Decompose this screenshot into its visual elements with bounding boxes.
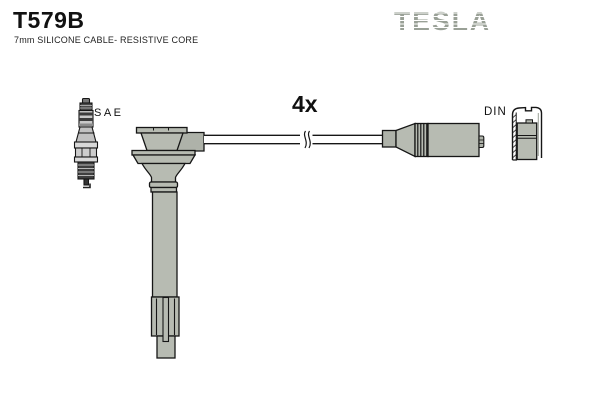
cable-illustration [204,130,383,149]
cable-quantity-label: 4x [292,91,318,117]
part-number-title: T579B [13,7,85,33]
din-connector-label: DIN [484,106,507,118]
cable-break-icon [300,130,313,149]
part-description: 7mm SILICONE CABLE- RESISTIVE CORE [14,35,199,45]
din-cap-illustration [511,106,543,161]
sae-connector-label: SAE [94,107,124,119]
spark-plug-illustration [73,97,99,189]
distributor-plug-illustration [381,122,485,158]
coil-boot-illustration [131,126,205,359]
tesla-brand-logo: TESLA [394,6,492,36]
